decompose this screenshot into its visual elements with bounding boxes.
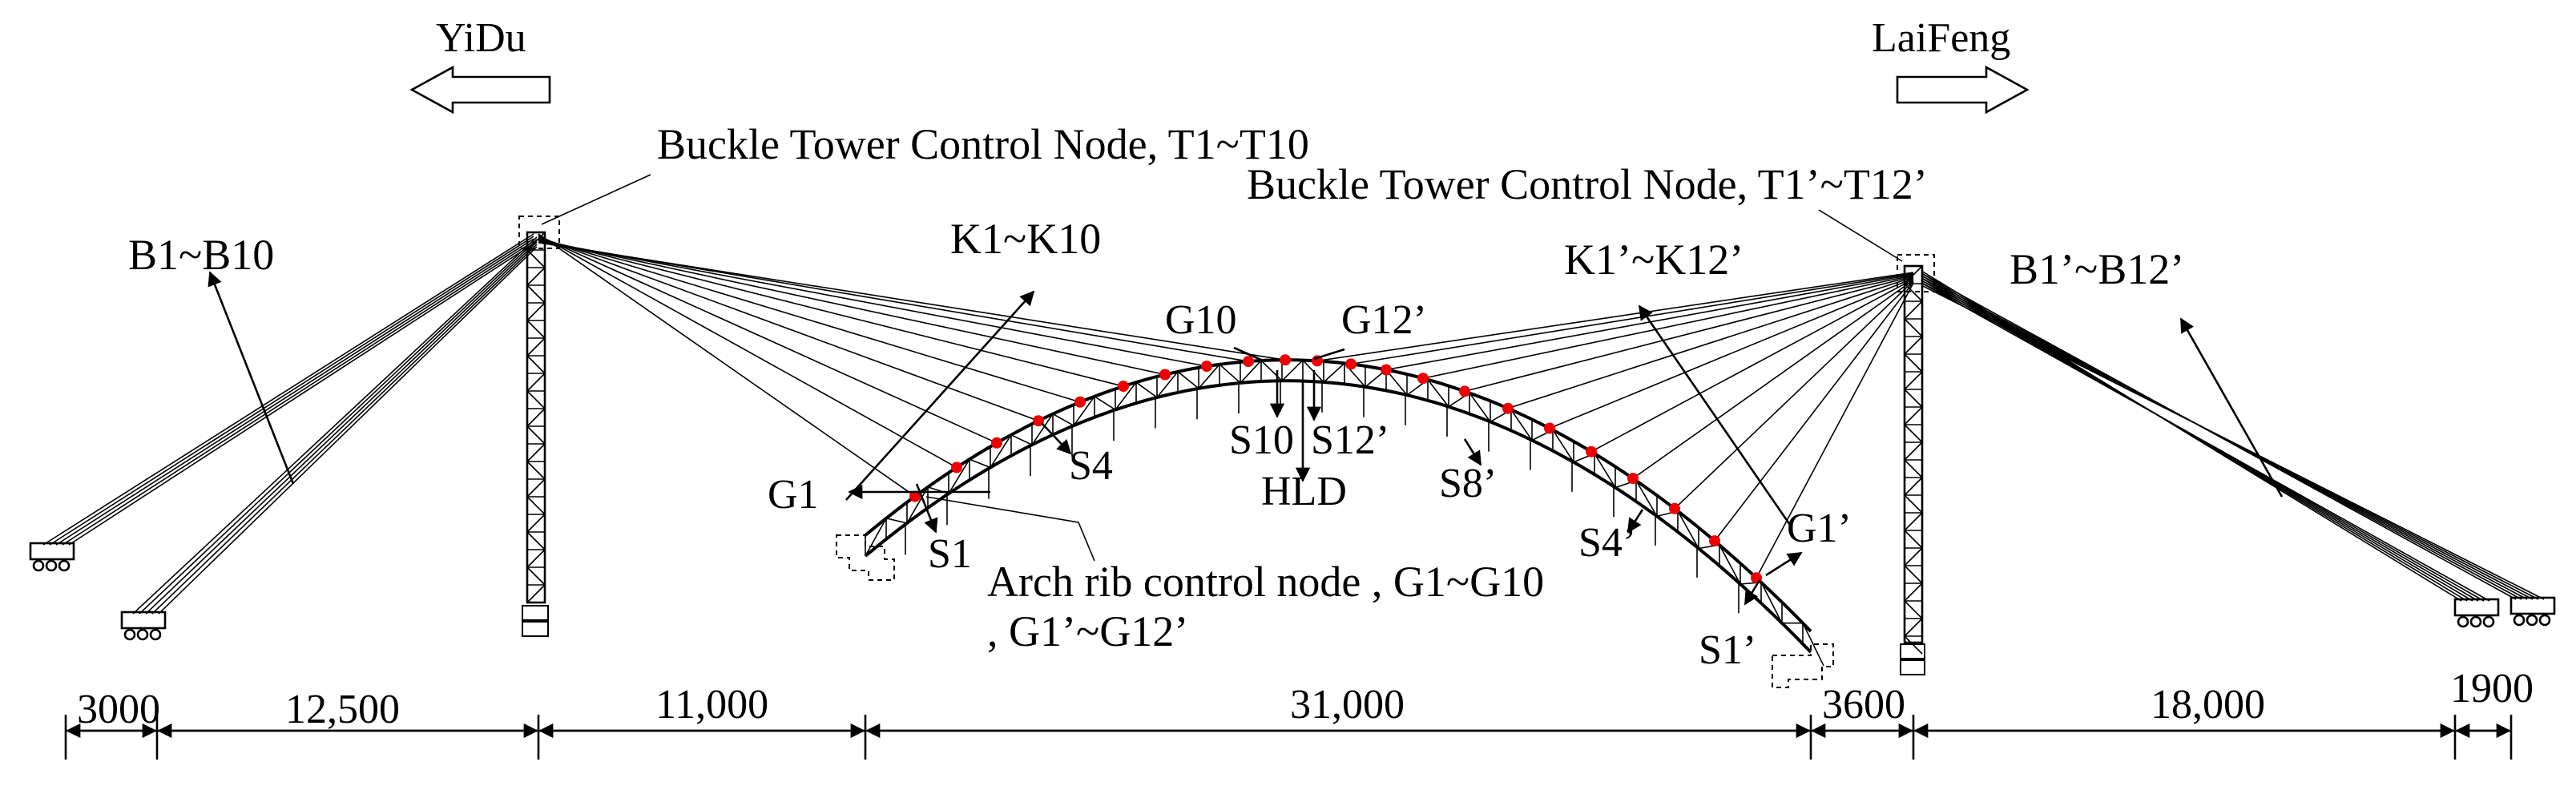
arch-rib	[864, 358, 1824, 667]
buckle-cable-left-label: K1~K10	[950, 215, 1101, 263]
left-anchor-upper	[29, 542, 75, 572]
node-g12p-label: G12’	[1341, 297, 1427, 343]
node-g10-label: G10	[1165, 297, 1237, 343]
right-buckle-tower	[1897, 254, 1935, 675]
buckle-cable-left-2	[538, 234, 957, 469]
left-buckle-cables	[538, 233, 1286, 498]
right-abutment	[1772, 643, 1834, 688]
buckle-node-left-label: Buckle Tower Control Node, T1~T10	[657, 120, 1309, 168]
buckle-cable-left-10	[538, 242, 1286, 361]
hanger-s4p-label: S4’	[1578, 520, 1636, 566]
control-node-right-7	[1544, 422, 1555, 434]
direction-left-label: YiDu	[436, 15, 526, 61]
buckle-cable-left-3	[538, 235, 998, 444]
control-node-right-5	[1459, 385, 1470, 397]
dim-18000: 18,000	[2151, 682, 2265, 728]
hld-label: HLD	[1261, 469, 1347, 514]
label-leaders	[208, 174, 2284, 606]
buckle-cable-left-1	[538, 233, 916, 498]
control-node-left-5	[1074, 396, 1086, 408]
direction-right-label: LaiFeng	[1872, 15, 2010, 61]
buckle-cable-left-8	[538, 240, 1207, 367]
buckle-node-right-label: Buckle Tower Control Node, T1’~T12’	[1247, 160, 1928, 208]
back-stay-left-lower-4	[151, 244, 538, 615]
control-node-right-10	[1669, 502, 1680, 514]
buckle-cable-left-6	[538, 238, 1124, 387]
control-node-right-12	[1751, 572, 1762, 584]
back-stay-left-lower-3	[145, 241, 538, 615]
buckle-cable-right-5	[1464, 276, 1914, 393]
buckle-cable-right-4	[1422, 274, 1914, 379]
direction-right-arrow	[1896, 65, 2030, 115]
direction-left-arrow	[409, 65, 551, 115]
right-anchor-outer	[2509, 596, 2556, 627]
node-g1p-label: G1’	[1787, 506, 1852, 551]
buckle-cable-left-5	[538, 237, 1081, 403]
control-node-left-1	[909, 490, 921, 502]
left-anchor-lower	[120, 611, 167, 641]
right-anchor-inner	[2453, 598, 2500, 628]
hanger-s10-label: S10	[1229, 417, 1294, 463]
control-node-right-9	[1627, 473, 1639, 485]
arch-node-label-line2: , G1’~G12’	[987, 607, 1188, 655]
arch-control-nodes	[909, 354, 1762, 584]
dim-31000: 31,000	[1290, 682, 1405, 728]
control-node-left-2	[951, 462, 962, 474]
buckle-cable-right-9	[1632, 279, 1914, 479]
back-stay-left-upper-5	[68, 243, 534, 546]
buckle-cable-right-10	[1674, 280, 1914, 510]
control-node-left-7	[1159, 369, 1171, 381]
hanger-s1p-label: S1’	[1699, 627, 1756, 673]
back-stay-left-upper-1	[42, 233, 534, 546]
control-node-left-3	[991, 437, 1002, 449]
hanger-s1-label: S1	[928, 531, 972, 577]
back-stay-left-lower-5	[158, 246, 538, 615]
control-node-right-4	[1417, 373, 1429, 385]
arch-node-label-line1: Arch rib control node , G1~G10	[987, 558, 1544, 606]
left-back-stay-cables	[42, 233, 538, 615]
buckle-cable-right-7	[1549, 277, 1914, 429]
dim-1900: 1900	[2450, 666, 2534, 711]
node-g1-label: G1	[768, 472, 819, 518]
buckle-cable-right-2	[1350, 272, 1914, 365]
left-abutment	[836, 534, 895, 581]
back-stay-left-upper-3	[55, 238, 534, 546]
control-node-right-11	[1709, 535, 1720, 547]
back-stay-right-outer-6	[1922, 285, 2545, 600]
control-node-left-6	[1118, 381, 1129, 393]
right-back-stay-cables	[1921, 270, 2545, 602]
control-node-right-3	[1381, 364, 1392, 376]
back-stay-left-lower-2	[139, 239, 538, 615]
buckle-cable-right-1	[1316, 272, 1914, 362]
control-node-right-8	[1586, 445, 1597, 457]
buckle-cable-right-12	[1756, 282, 1914, 578]
dim-11000: 11,000	[655, 682, 768, 728]
back-stay-left-upper-2	[49, 236, 534, 546]
buckle-cable-right-11	[1714, 281, 1914, 542]
back-stay-right-inner-6	[1921, 282, 2490, 602]
dim-3600: 3600	[1822, 682, 1905, 728]
back-stay-left-upper-4	[62, 240, 534, 546]
control-node-right-2	[1345, 358, 1357, 370]
left-buckle-tower	[518, 216, 560, 637]
back-cable-left-label: B1~B10	[128, 231, 274, 279]
hanger-s12p-label: S12’	[1311, 417, 1389, 463]
control-node-left-10	[1280, 354, 1291, 366]
buckle-cable-right-6	[1507, 276, 1914, 409]
back-stay-left-lower-1	[132, 236, 538, 615]
control-node-left-9	[1243, 356, 1254, 368]
control-node-left-8	[1201, 361, 1212, 373]
dimension-line	[64, 715, 2513, 760]
buckle-cable-left-7	[538, 239, 1166, 376]
dim-3000: 3000	[77, 687, 160, 732]
hanger-s4-label: S4	[1069, 443, 1113, 489]
control-node-right-6	[1502, 402, 1514, 414]
buckle-cable-right-label: K1’~K12’	[1564, 236, 1744, 284]
back-cable-right-label: B1’~B12’	[2010, 245, 2184, 293]
buckle-cable-right-8	[1590, 278, 1914, 453]
hanger-s8p-label: S8’	[1439, 461, 1497, 506]
dim-12500: 12,500	[285, 687, 400, 732]
buckle-cable-left-4	[538, 236, 1039, 421]
